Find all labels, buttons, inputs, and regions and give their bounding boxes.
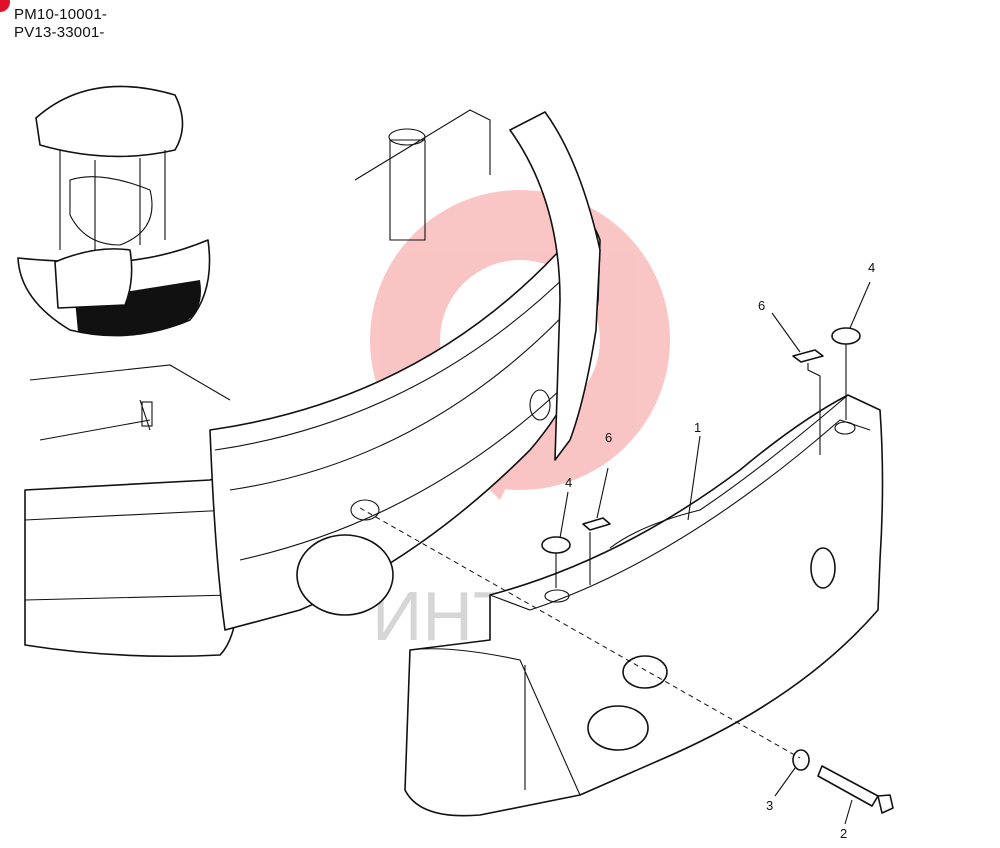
plate-item-6-upper <box>792 349 824 455</box>
counterweight-part-1 <box>404 394 884 817</box>
corner-marker <box>0 0 10 12</box>
plug-item-4-lower <box>541 536 571 588</box>
callout-6-lower: 6 <box>605 430 612 445</box>
callout-4-lower: 4 <box>565 475 572 490</box>
callout-4-upper: 4 <box>868 260 875 275</box>
serial-range-1: PM10-10001- <box>14 6 108 23</box>
bolt-item-2 <box>817 765 894 814</box>
installed-counterweight <box>209 111 601 631</box>
plate-item-6-lower <box>582 517 611 585</box>
washer-item-3 <box>792 749 810 771</box>
callout-6-upper: 6 <box>758 298 765 313</box>
serial-range-2: PV13-33001- <box>14 24 105 41</box>
assembly-axis-line <box>359 507 801 759</box>
lift-hole <box>296 534 394 616</box>
leader-lines <box>559 281 871 825</box>
machine-overview-inset <box>17 85 211 337</box>
callout-2: 2 <box>840 826 847 841</box>
callout-3: 3 <box>766 798 773 813</box>
callout-1: 1 <box>694 420 701 435</box>
plug-item-4-upper <box>831 327 861 420</box>
